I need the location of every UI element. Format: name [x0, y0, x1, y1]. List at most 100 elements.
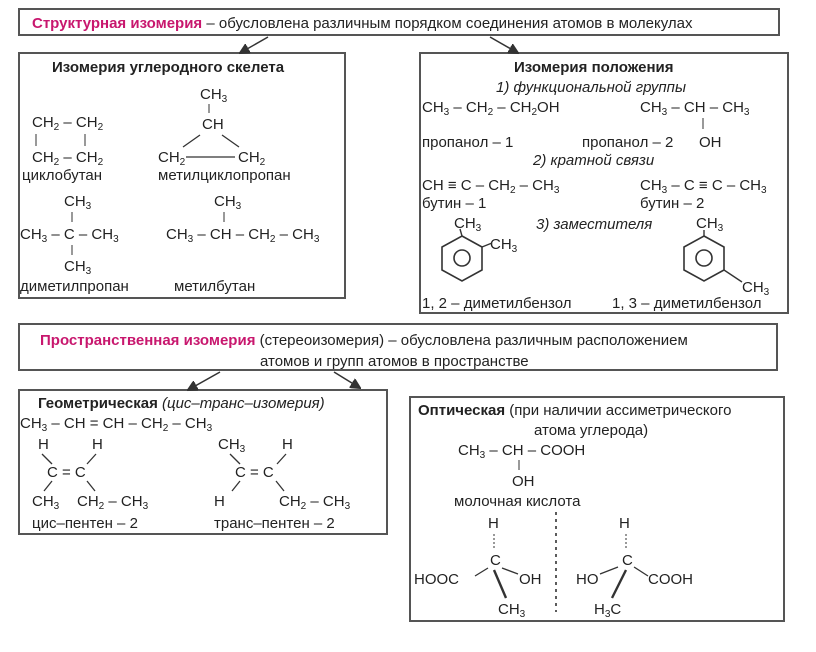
propanol1-formula: CH3 – CH2 – CH2OH — [422, 99, 560, 118]
propanol2-formula: CH3 – CH – CH3 — [640, 99, 750, 118]
bond — [481, 242, 493, 248]
xylene12-name: 1, 2 – диметилбензол — [422, 295, 572, 312]
bond — [633, 566, 649, 577]
mb-main: CH3 – CH – CH2 – CH3 — [166, 226, 320, 245]
structural-desc: – обусловлена различным порядком соедине… — [202, 15, 693, 32]
enantiomer-right-h: H — [619, 515, 630, 532]
xylene12-methyl2: CH3 — [490, 236, 518, 255]
optical-desc2: атома углерода) — [534, 422, 649, 439]
position-sub1: 1) функциональной группы — [496, 79, 686, 96]
trans-cc: C = C — [235, 464, 274, 481]
bond — [43, 480, 53, 492]
cyclobutan-row2: CH2 – CH2 — [32, 149, 104, 168]
pentene-formula: CH3 – CH = CH – CH2 – CH3 — [20, 415, 213, 434]
butyne2-formula: CH3 – C ≡ C – CH3 — [640, 177, 767, 196]
trans-left: H — [214, 493, 225, 510]
enantiomer-left-c: C — [490, 552, 501, 569]
cyclobutan-row1: CH2 – CH2 — [32, 114, 104, 133]
bond — [86, 480, 96, 492]
enantiomer-left-b: CH3 — [498, 601, 526, 620]
trans-top-left: CH3 — [218, 436, 246, 455]
cis-name: цис–пентен – 2 — [32, 515, 138, 532]
geometric-title: Геометрическая — [38, 395, 158, 412]
bond — [276, 453, 287, 465]
dmp-bottom: CH3 — [64, 258, 92, 277]
dmp-top: CH3 — [64, 193, 92, 212]
xylene12-methyl1: CH3 — [454, 215, 482, 234]
spatial-header-box — [18, 323, 778, 371]
bond — [492, 569, 508, 599]
arrow-to-skeleton — [240, 36, 269, 53]
structural-title: Структурная изомерия — [32, 15, 203, 32]
bond — [723, 269, 743, 283]
bond — [610, 569, 628, 599]
position-sub3: 3) заместителя — [536, 216, 653, 233]
aromatic-circle — [453, 249, 471, 267]
spatial-header-line1: Пространственная изомерия (стереоизомери… — [40, 333, 688, 348]
mcp-right: CH2 — [238, 149, 266, 168]
arrow-to-position — [489, 36, 518, 53]
skeleton-title: Изомерия углеродного скелета — [52, 59, 285, 76]
lactic-formula: CH3 – CH – COOH — [458, 442, 586, 461]
butyne1-formula: CH ≡ C – CH2 – CH3 — [422, 177, 560, 196]
enantiomer-left-r: OH — [519, 571, 542, 588]
benzene-ring-icon — [683, 235, 725, 282]
arrow-to-optical — [333, 371, 360, 388]
xylene13-name: 1, 3 – диметилбензол — [612, 295, 762, 312]
aromatic-circle — [695, 249, 713, 267]
mcp-mid: CH — [202, 116, 224, 133]
trans-h2: H — [282, 436, 293, 453]
enantiomer-left-h: H — [488, 515, 499, 532]
cis-cc: C = C — [47, 464, 86, 481]
enantiomer-left-l: HOOC — [414, 571, 459, 588]
skeleton-isomerism-box — [18, 52, 346, 299]
bond — [474, 567, 489, 577]
geometric-subtitle: (цис–транс–изомерия) — [157, 395, 325, 412]
spatial-desc1: (стереоизомерия) – обусловлена различным… — [255, 332, 688, 349]
bond — [599, 566, 619, 575]
mcp-top: CH3 — [200, 86, 228, 105]
enantiomer-right-r: COOH — [648, 571, 693, 588]
enantiomer-right-c: C — [622, 552, 633, 569]
bond — [221, 134, 240, 148]
trans-name: транс–пентен – 2 — [214, 515, 335, 532]
cis-h1: H — [38, 436, 49, 453]
mcp-left: CH2 — [158, 149, 186, 168]
xylene13-methyl2: CH3 — [742, 279, 770, 298]
mcp-name: метилциклопропан — [158, 167, 291, 184]
lactic-oh: OH — [512, 473, 535, 490]
propanol2-oh: OH — [699, 134, 722, 151]
optical-desc1: (при наличии ассиметрического — [505, 402, 732, 419]
bond — [459, 228, 463, 237]
propanol1-name: пропанол – 1 — [422, 134, 514, 151]
geometric-isomerism-box — [18, 389, 388, 535]
trans-right: CH2 – CH3 — [279, 493, 351, 512]
dmp-main: CH3 – C – CH3 — [20, 226, 119, 245]
xylene13-methyl1: CH3 — [696, 215, 724, 234]
benzene-ring-icon — [441, 235, 483, 282]
cis-left: CH3 — [32, 493, 60, 512]
cyclobutan-name: циклобутан — [22, 167, 103, 184]
cis-right: CH2 – CH3 — [77, 493, 149, 512]
butyne2-name: бутин – 2 — [640, 195, 705, 212]
optical-title-line: Оптическая (при наличии ассиметрического — [418, 403, 731, 418]
cis-h2: H — [92, 436, 103, 453]
spatial-desc2: атомов и групп атомов в пространстве — [260, 353, 529, 370]
structural-header-text: Структурная изомерия – обусловлена разли… — [32, 16, 693, 31]
optical-title: Оптическая — [418, 402, 506, 419]
bond — [41, 453, 53, 465]
bond — [231, 480, 241, 492]
bond — [229, 453, 241, 465]
butyne1-name: бутин – 1 — [422, 195, 487, 212]
propanol2-name: пропанол – 2 — [582, 134, 674, 151]
spatial-title: Пространственная изомерия — [40, 332, 256, 349]
position-sub2: 2) кратной связи — [533, 152, 655, 169]
bond — [275, 480, 285, 492]
enantiomer-right-b: H3C — [594, 601, 622, 620]
arrow-to-geometric — [188, 371, 221, 390]
bond — [501, 567, 519, 575]
geometric-title-line: Геометрическая (цис–транс–изомерия) — [38, 396, 325, 411]
dmp-name: диметилпропан — [20, 278, 129, 295]
optical-isomerism-box — [409, 396, 785, 622]
